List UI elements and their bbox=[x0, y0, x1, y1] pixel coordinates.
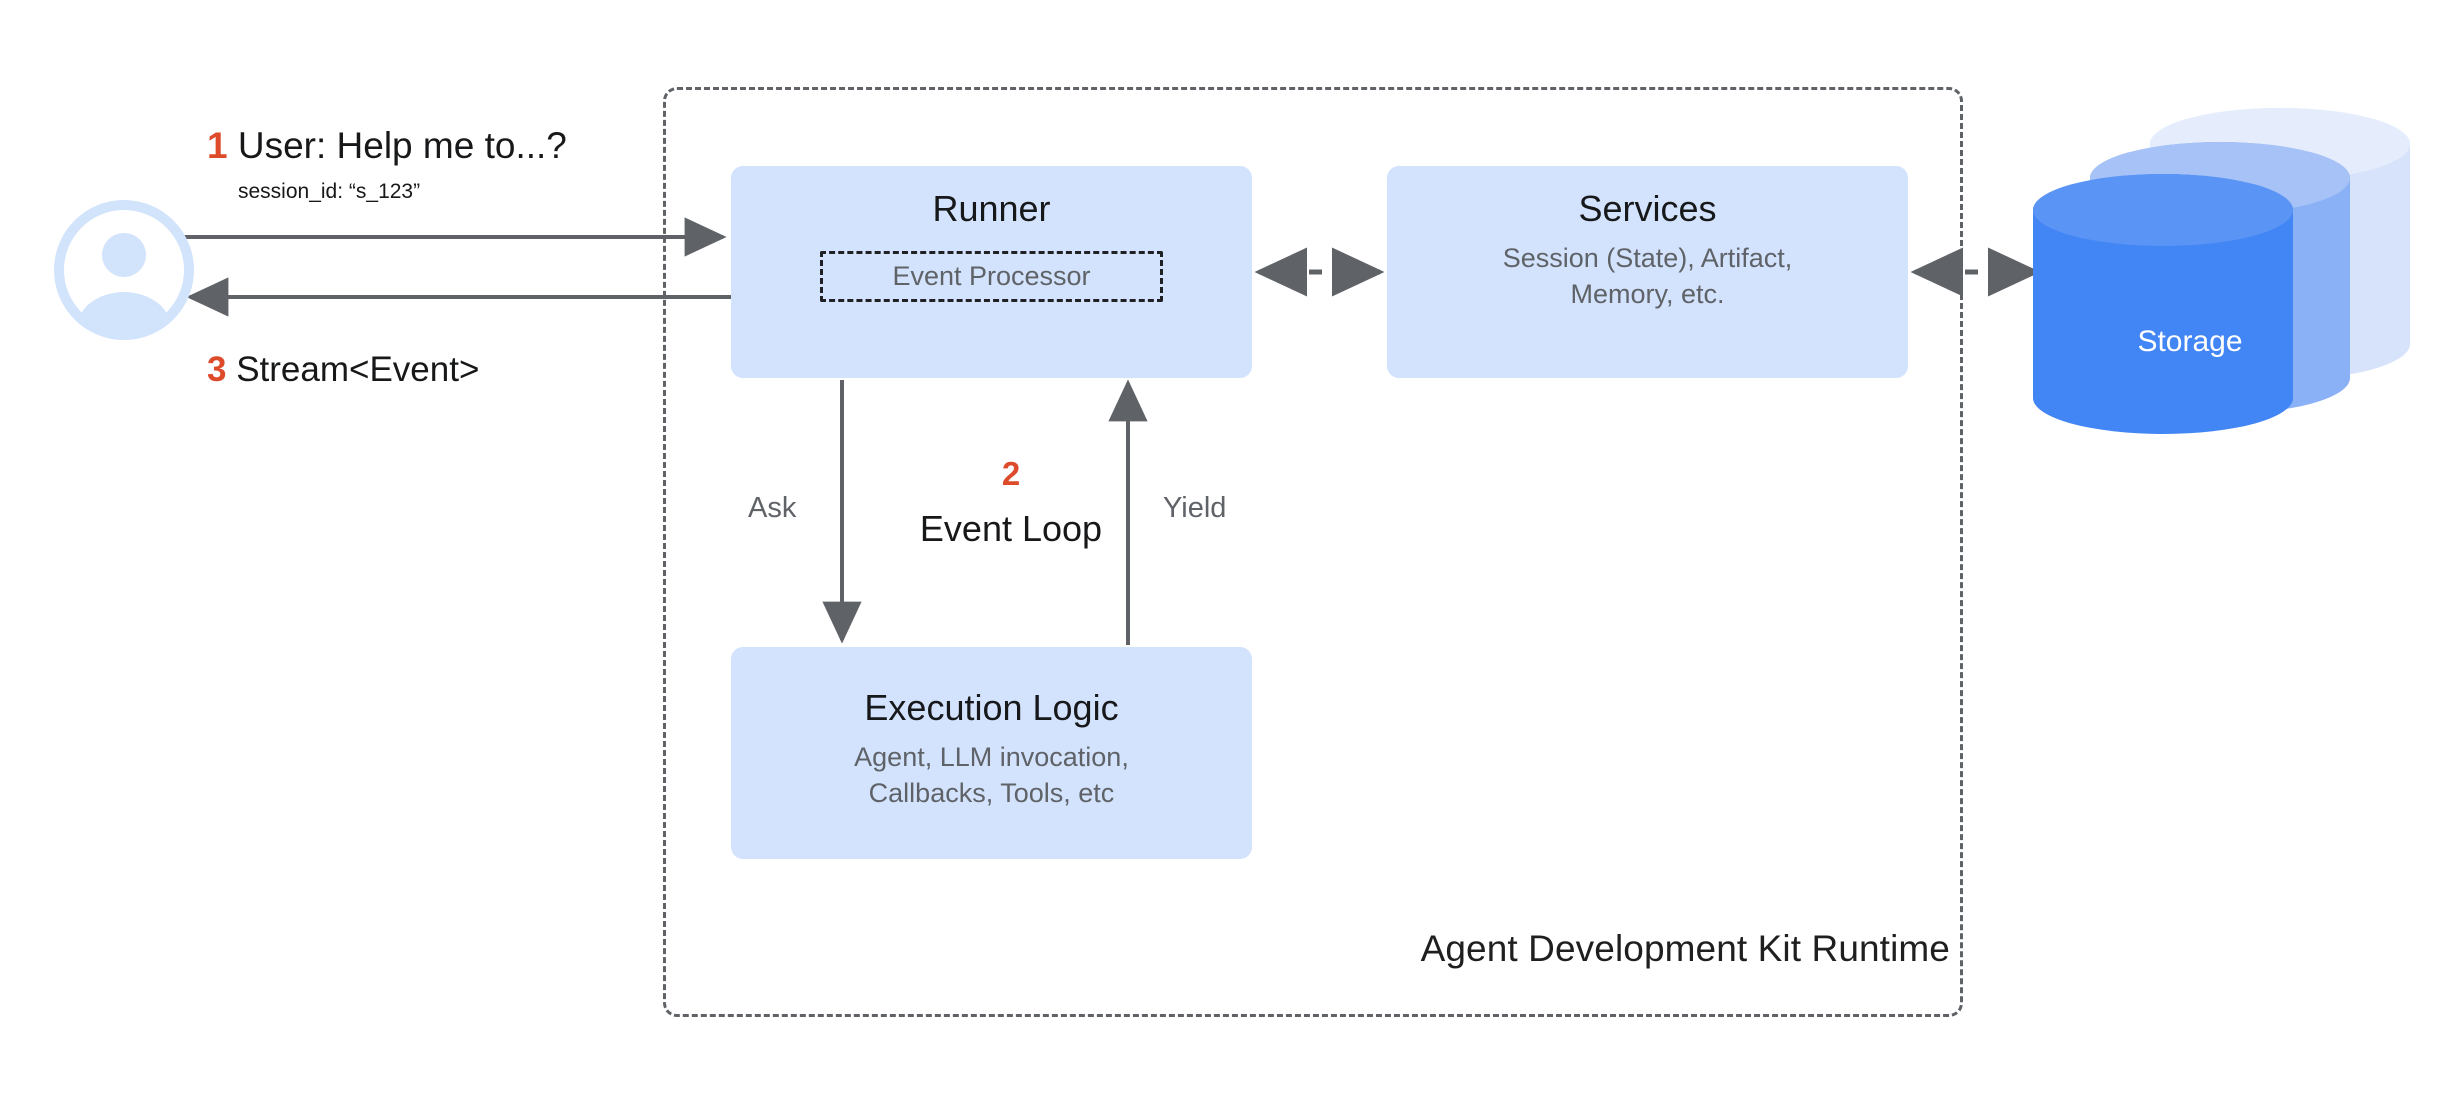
user-avatar-icon bbox=[54, 200, 194, 340]
execution-logic-title: Execution Logic bbox=[864, 687, 1119, 728]
execution-logic-node[interactable]: Execution Logic Agent, LLM invocation, C… bbox=[731, 647, 1252, 859]
event-processor-label: Event Processor bbox=[892, 261, 1091, 292]
user-request-label: 1 User: Help me to...? bbox=[207, 125, 567, 167]
services-subtitle: Session (State), Artifact, Memory, etc. bbox=[1502, 243, 1793, 310]
runner-node[interactable]: Runner Event Processor bbox=[731, 166, 1252, 378]
ask-label: Ask bbox=[748, 492, 797, 524]
request-session-id: session_id: “s_123” bbox=[238, 180, 421, 203]
services-node[interactable]: Services Session (State), Artifact, Memo… bbox=[1387, 166, 1908, 378]
request-step-number: 1 bbox=[207, 125, 228, 166]
storage-cylinder-front bbox=[2033, 174, 2293, 434]
execution-logic-subtitle: Agent, LLM invocation, Callbacks, Tools,… bbox=[854, 742, 1129, 809]
event-processor-box[interactable]: Event Processor bbox=[820, 251, 1163, 303]
yield-label: Yield bbox=[1163, 492, 1227, 524]
response-step-number: 3 bbox=[207, 350, 227, 389]
runner-title: Runner bbox=[932, 188, 1051, 229]
runtime-label: Agent Development Kit Runtime bbox=[1420, 928, 1950, 969]
user-response-label: 3 Stream<Event> bbox=[207, 350, 479, 390]
adk-runtime-boundary bbox=[663, 87, 1963, 1017]
storage-icon[interactable] bbox=[2030, 100, 2410, 440]
event-loop-label: Event Loop bbox=[919, 508, 1103, 549]
event-loop-step-number: 2 bbox=[1001, 455, 1021, 492]
request-text: User: Help me to...? bbox=[237, 125, 567, 166]
services-title: Services bbox=[1578, 188, 1717, 229]
response-text: Stream<Event> bbox=[236, 350, 480, 389]
